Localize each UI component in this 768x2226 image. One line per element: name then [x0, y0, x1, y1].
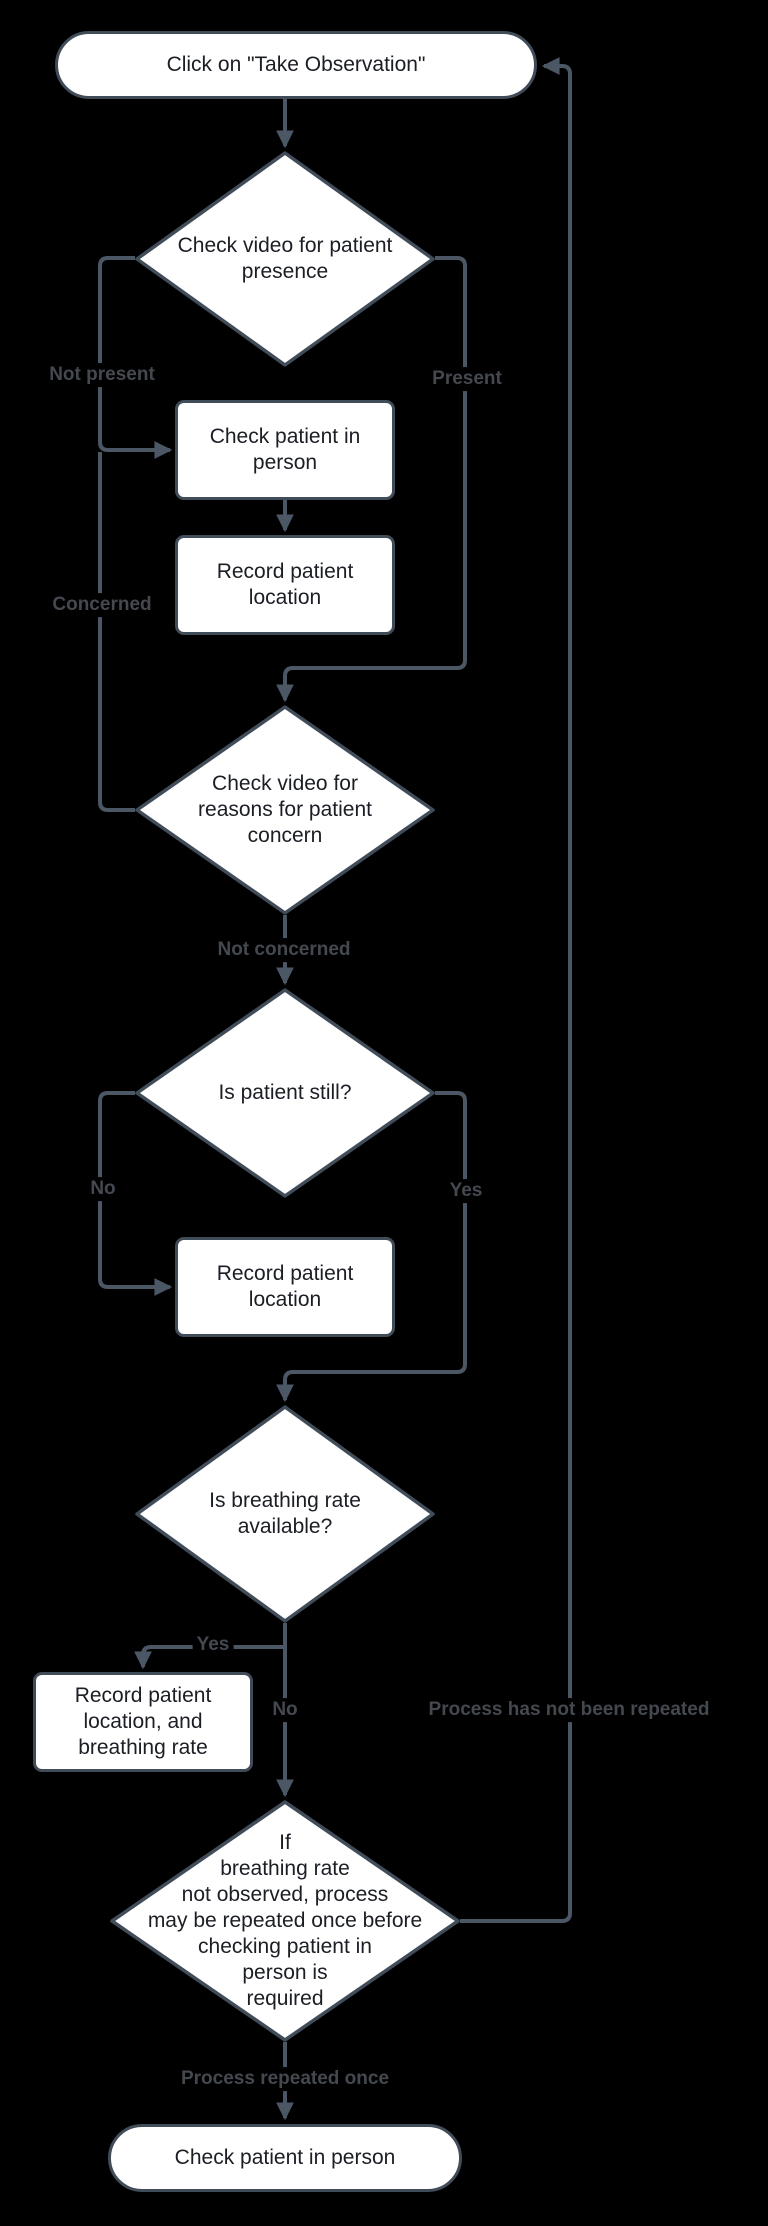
edge-label-process-repeated-once: Process repeated once — [176, 2067, 394, 2091]
edge-label-no-still: No — [86, 1177, 120, 1201]
edge-label-present: Present — [428, 367, 506, 391]
node-start-take-observation: Click on "Take Observation" — [55, 31, 537, 99]
diamond-shape — [135, 1405, 435, 1623]
node-label: Check video for patient presence — [177, 233, 393, 283]
edge-not-repeated-feedback-to-start — [460, 57, 572, 1923]
node-decision-process-repeat-rule: If breathing rate not observed, process … — [110, 1800, 460, 2042]
node-label: Check patient in person — [174, 2145, 396, 2169]
node-label: Record patient location — [216, 1261, 354, 1311]
node-label: Click on "Take Observation" — [166, 52, 426, 76]
node-label: Check patient in person — [209, 424, 361, 474]
edge-label-no-breathing: No — [268, 1698, 302, 1722]
edge-label-yes-still: Yes — [445, 1179, 487, 1203]
edge-label-not-concerned: Not concerned — [213, 938, 355, 962]
edge-concerned-to-junction — [98, 452, 135, 812]
node-label: Record patient location — [216, 559, 354, 609]
node-label: If breathing rate not observed, process … — [147, 1830, 423, 2011]
node-check-patient-in-person: Check patient in person — [175, 400, 395, 500]
diamond-shape — [135, 705, 435, 915]
diamond-shape — [135, 151, 435, 367]
node-label: Record patient location, and breathing r… — [74, 1683, 212, 1760]
edge-not-present-to-check-in-person — [98, 256, 173, 459]
node-decision-is-patient-still: Is patient still? — [135, 988, 435, 1198]
edge-present-to-concern-decision — [276, 256, 467, 703]
node-decision-breathing-rate-available: Is breathing rate available? — [135, 1405, 435, 1623]
edge-yes-to-breathing-decision — [276, 1091, 467, 1403]
node-record-patient-location-2: Record patient location — [175, 1237, 395, 1337]
node-record-patient-location-1: Record patient location — [175, 535, 395, 635]
edge-label-yes-breathing: Yes — [192, 1633, 234, 1657]
diamond-shape — [135, 988, 435, 1198]
edge-label-not-present: Not present — [45, 363, 159, 387]
diamond-shape — [110, 1800, 460, 2042]
edge-label-concerned: Concerned — [48, 593, 156, 617]
edge-label-process-not-repeated: Process has not been repeated — [424, 1698, 714, 1722]
edge-yes-to-record-breathing — [134, 1645, 285, 1670]
node-label: Is patient still? — [218, 1080, 352, 1104]
node-record-location-and-breathing-rate: Record patient location, and breathing r… — [33, 1672, 253, 1772]
node-end-check-patient-in-person: Check patient in person — [108, 2124, 462, 2192]
node-decision-check-video-concern: Check video for reasons for patient conc… — [135, 705, 435, 915]
node-label: Is breathing rate available? — [209, 1488, 361, 1538]
node-decision-check-video-presence: Check video for patient presence — [135, 151, 435, 367]
node-label: Check video for reasons for patient conc… — [198, 771, 372, 848]
